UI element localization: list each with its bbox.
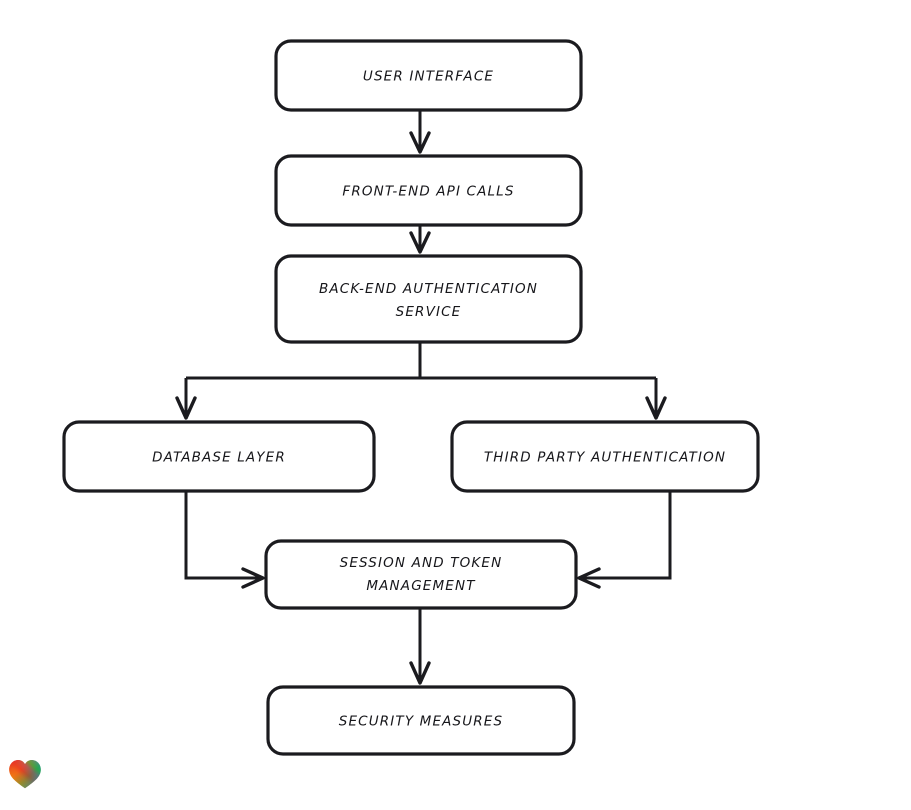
- edge-backend-split-bus: [186, 342, 656, 380]
- edge-api-to-backend: [409, 225, 431, 254]
- node-session-and-token-management-label-line2: MANAGEMENT: [366, 578, 476, 594]
- node-third-party-authentication[interactable]: THIRD PARTY AUTHENTICATION: [450, 420, 760, 493]
- node-third-party-authentication-shape[interactable]: [450, 420, 760, 493]
- node-user-interface[interactable]: USER INTERFACE: [274, 39, 583, 112]
- edge-thirdparty-to-session: [577, 491, 672, 589]
- node-session-and-token-management[interactable]: SESSION AND TOKEN MANAGEMENT: [264, 539, 578, 610]
- node-database-layer-shape[interactable]: [62, 420, 376, 493]
- node-session-and-token-management-label-line1: SESSION AND TOKEN: [340, 555, 503, 571]
- node-front-end-api-calls[interactable]: FRONT-END API CALLS: [274, 154, 583, 227]
- node-user-interface-label: USER INTERFACE: [363, 69, 494, 85]
- node-back-end-authentication-service-label-line2: SERVICE: [396, 304, 462, 320]
- node-back-end-authentication-service-shape[interactable]: [274, 254, 583, 344]
- heart-shape-overlay: [9, 760, 41, 789]
- node-security-measures[interactable]: SECURITY MEASURES: [266, 685, 576, 756]
- node-security-measures-label: SECURITY MEASURES: [339, 714, 503, 730]
- node-security-measures-shape[interactable]: [266, 685, 576, 756]
- node-user-interface-shape[interactable]: [274, 39, 583, 112]
- edge-backend-to-database: [175, 378, 197, 420]
- node-front-end-api-calls-label: FRONT-END API CALLS: [342, 184, 514, 200]
- edge-backend-to-thirdparty: [645, 378, 667, 420]
- node-back-end-authentication-service-label-line1: BACK-END AUTHENTICATION: [319, 281, 538, 297]
- node-front-end-api-calls-shape[interactable]: [274, 154, 583, 227]
- node-back-end-authentication-service[interactable]: BACK-END AUTHENTICATION SERVICE: [274, 254, 583, 344]
- node-database-layer-label: DATABASE LAYER: [152, 450, 286, 466]
- node-session-and-token-management-shape[interactable]: [264, 539, 578, 610]
- edge-session-to-security: [409, 608, 431, 685]
- node-third-party-authentication-label: THIRD PARTY AUTHENTICATION: [484, 450, 726, 466]
- edge-ui-to-api: [409, 110, 431, 154]
- node-database-layer[interactable]: DATABASE LAYER: [62, 420, 376, 493]
- heart-icon: [9, 760, 41, 789]
- edge-database-to-session: [184, 491, 265, 589]
